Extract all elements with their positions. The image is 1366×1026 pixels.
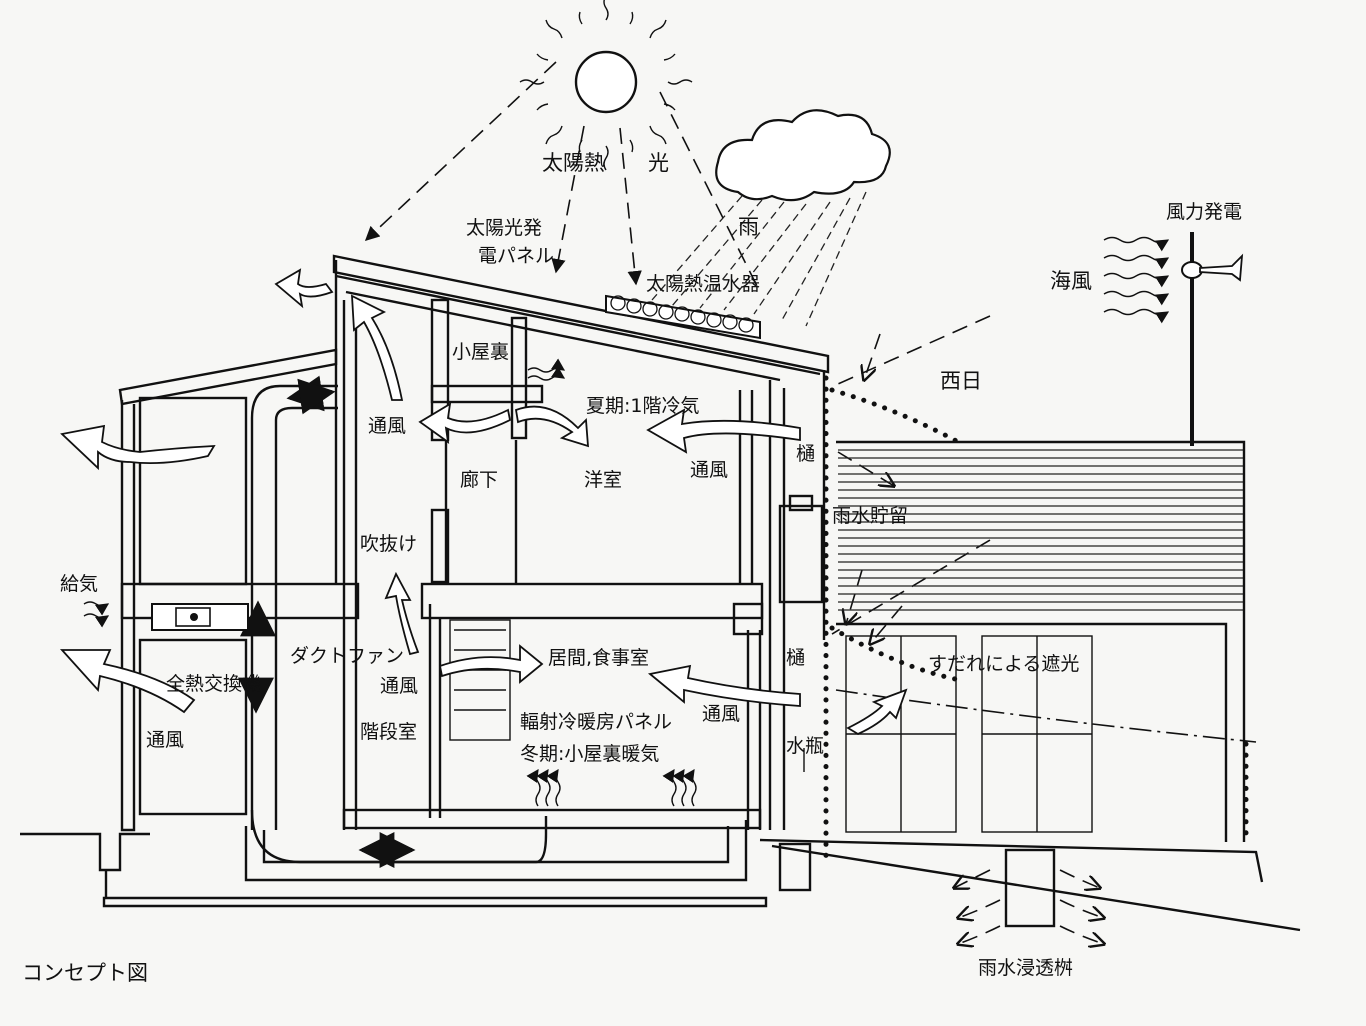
label-infiltration-basin: 雨水浸透桝 [978, 957, 1073, 979]
label-winter-attic-warm: 冬期:小屋裏暖気 [520, 743, 659, 765]
label-gutter-lower: 樋 [786, 647, 805, 669]
label-duct-fan: ダクトファン [290, 645, 404, 667]
label-radiant-panel: 輻射冷暖房パネル [520, 711, 672, 733]
label-corridor: 廊下 [460, 469, 498, 491]
label-western-room: 洋室 [584, 469, 622, 491]
summer-cool-air-arrows [527, 358, 566, 381]
label-attic: 小屋裏 [452, 341, 509, 363]
duct-arrows [238, 375, 416, 868]
label-atrium: 吹抜け [360, 533, 417, 555]
label-wind-power: 風力発電 [1166, 201, 1242, 223]
rain-cloud-icon [651, 109, 891, 327]
label-pv-panel-2: 電パネル [478, 245, 554, 267]
label-stairwell: 階段室 [360, 721, 417, 743]
sea-breeze-arrows [1103, 236, 1170, 324]
building-section [20, 254, 1301, 932]
label-supply-air: 給気 [60, 573, 98, 595]
labels: 太陽熱 光 雨 太陽光発 電パネル 太陽熱温水器 風力発電 海風 西日 小屋裏 … [22, 151, 1242, 985]
label-solar-water-heater: 太陽熱温水器 [646, 273, 760, 295]
label-gutter-upper: 樋 [796, 443, 815, 465]
label-ventilation-living: 通風 [702, 703, 740, 725]
label-heat-exchanger: 全熱交換機 [166, 673, 261, 695]
label-rain-storage: 雨水貯留 [832, 505, 908, 527]
figure-caption: コンセプト図 [22, 961, 148, 985]
label-shade-by-sudare: すだれによる遮光 [928, 653, 1079, 675]
label-light: 光 [648, 151, 669, 175]
winter-warm-air-arrows [526, 768, 697, 807]
sun-icon [519, 0, 693, 171]
label-rain: 雨 [738, 215, 759, 239]
label-ventilation-upper-right: 通風 [690, 459, 728, 481]
sun-rays [364, 61, 761, 293]
label-summer-cool: 夏期:1階冷気 [586, 395, 700, 417]
infiltration-arrows [954, 869, 1104, 944]
label-ventilation-left: 通風 [146, 729, 184, 751]
solar-water-heater-panel [605, 294, 761, 340]
label-living-dining: 居間,食事室 [548, 647, 649, 669]
label-water-jar: 水瓶 [786, 735, 824, 757]
west-sun-rays [829, 315, 991, 644]
label-sea-breeze: 海風 [1050, 269, 1092, 293]
label-west-sun: 西日 [940, 369, 982, 393]
label-pv-panel-1: 太陽光発 [466, 217, 542, 239]
siding-wall [838, 449, 1244, 611]
heat-exchanger-unit [151, 603, 249, 631]
supply-air-arrows [83, 601, 110, 628]
label-ventilation-upper-left: 通風 [368, 415, 406, 437]
label-solar-heat: 太陽熱 [542, 151, 605, 175]
ventilation-arrows [59, 268, 908, 841]
label-ventilation-stair: 通風 [380, 675, 418, 697]
wind-turbine-icon [1181, 232, 1244, 446]
